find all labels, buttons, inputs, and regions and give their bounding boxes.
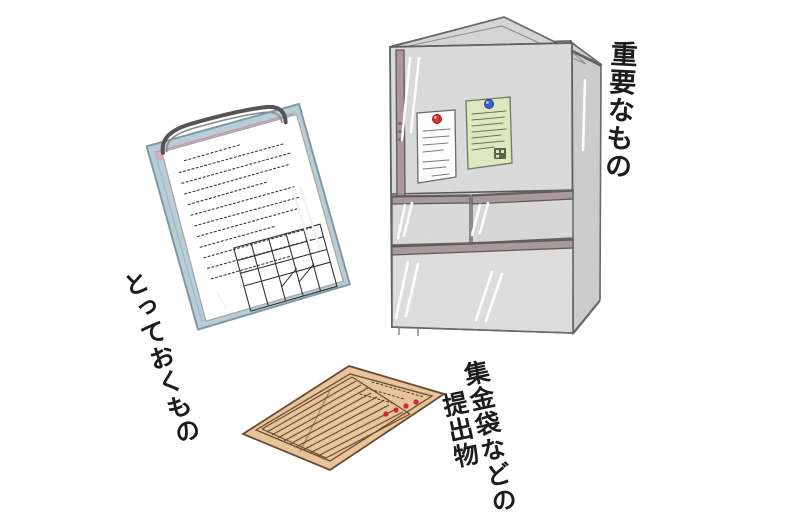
label-important: 重要なもの [599,39,638,181]
green-note[interactable] [465,96,513,170]
clipboard-gloss [216,184,322,310]
red-magnet-shine [433,115,437,119]
clipboard-paper [160,113,345,323]
clipboard[interactable] [144,98,354,333]
envelope-red-stamps [383,399,419,417]
envelope-inner-border [254,373,434,462]
clipboard-paper-text-lines [178,143,313,280]
envelope-cross-lines [261,376,411,459]
green-note-text-lines [471,110,507,151]
envelope-paper [241,365,447,472]
white-note-text-lines [422,128,451,177]
envelope-ruled-lines [261,376,411,459]
white-note-paper [416,109,457,184]
collection-envelope[interactable] [241,365,447,472]
refrigerator[interactable] [389,16,603,336]
fridge-bottom-drawer-handle[interactable] [391,239,574,256]
blue-magnet-icon [483,99,494,110]
fridge-upper-door-edge [391,189,574,195]
fridge-gloss-highlights [394,56,587,323]
envelope-header-text [359,381,425,404]
red-magnet-icon [431,114,442,125]
blue-magnet-shine [485,101,489,104]
clipboard-clip[interactable] [158,104,288,155]
clipboard-table [233,223,338,312]
fridge-drawer-right-handle[interactable] [471,190,574,205]
fridge-drawer-left-handle[interactable] [391,195,471,205]
qr-code-icon [494,148,506,159]
fridge-foot-left [398,328,419,336]
white-note[interactable] [416,109,457,184]
fridge-base-line [393,300,601,334]
